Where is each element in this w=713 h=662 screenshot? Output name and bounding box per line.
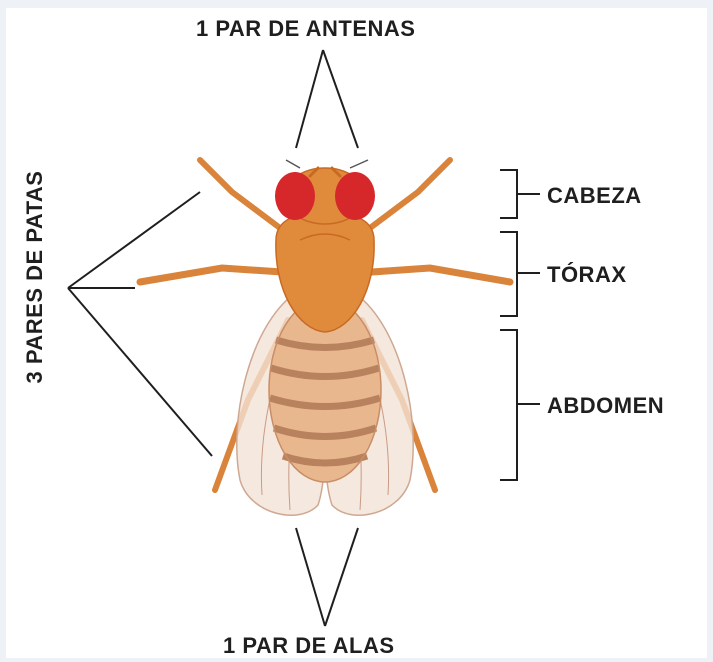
legs-pointer-lines [68,192,212,456]
abdomen-label: ABDOMEN [547,393,664,419]
cabeza-bracket [500,170,540,218]
antenas-label: 1 PAR DE ANTENAS [196,16,415,42]
cabeza-label: CABEZA [547,183,642,209]
abdomen-bracket [500,330,540,480]
torax-label: TÓRAX [547,262,627,288]
torax-bracket [500,232,540,316]
right-eye [335,172,375,220]
antenna-pointer-lines [296,50,358,148]
fly-head [275,160,375,224]
alas-label: 1 PAR DE ALAS [223,633,395,659]
left-eye [275,172,315,220]
wing-pointer-lines [296,528,358,626]
patas-label: 3 PARES DE PATAS [22,171,48,384]
